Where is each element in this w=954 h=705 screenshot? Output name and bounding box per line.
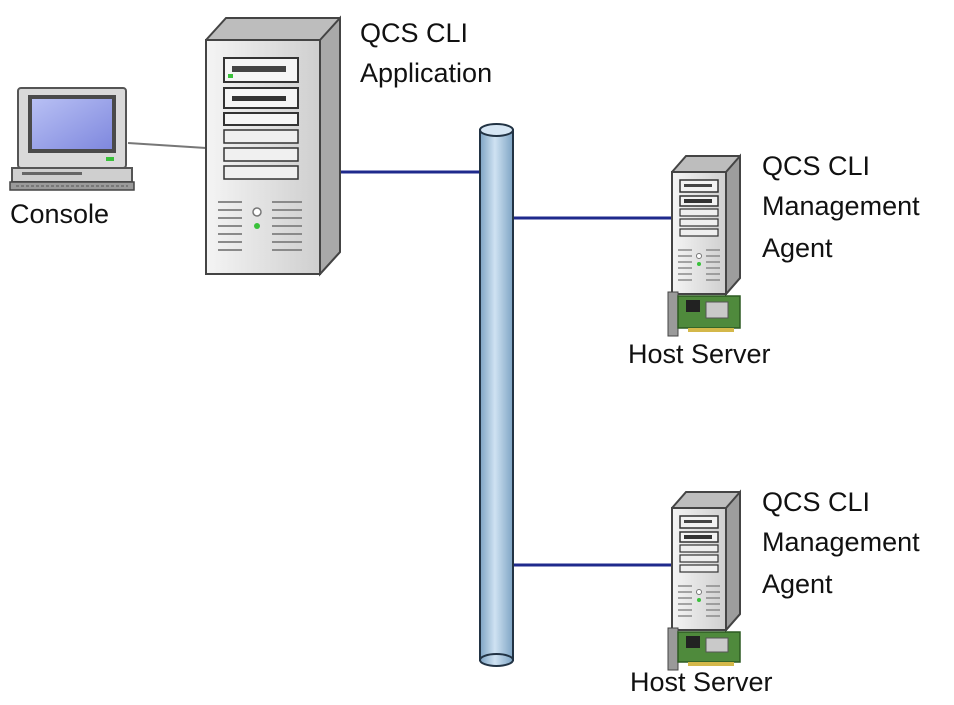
agent-1-label-line-3: Agent: [762, 233, 833, 263]
host-server-2-label: Host Server: [630, 667, 773, 697]
host-server-1-label: Host Server: [628, 339, 771, 369]
network-adapter-card-2-icon: [667, 627, 741, 671]
network-backbone-bus: [479, 123, 514, 667]
agent-1-label-line-2: Management: [762, 191, 920, 221]
console-to-application-cable: [127, 142, 207, 149]
agent-2-label-line-2: Management: [762, 527, 920, 557]
agent-server-1-icon: [671, 153, 741, 297]
agent-2-label-line-3: Agent: [762, 569, 833, 599]
console-computer-icon: [9, 87, 135, 191]
application-label-line-1: QCS CLI: [360, 18, 469, 48]
agent-2-label-line-1: QCS CLI: [762, 487, 871, 517]
agent-server-2-icon: [671, 489, 741, 633]
application-server-icon: [205, 15, 341, 277]
console-label: Console: [10, 199, 110, 229]
application-label-line-2: Application: [360, 58, 493, 88]
network-adapter-card-1-icon: [667, 291, 741, 337]
agent-1-label-line-1: QCS CLI: [762, 151, 871, 181]
